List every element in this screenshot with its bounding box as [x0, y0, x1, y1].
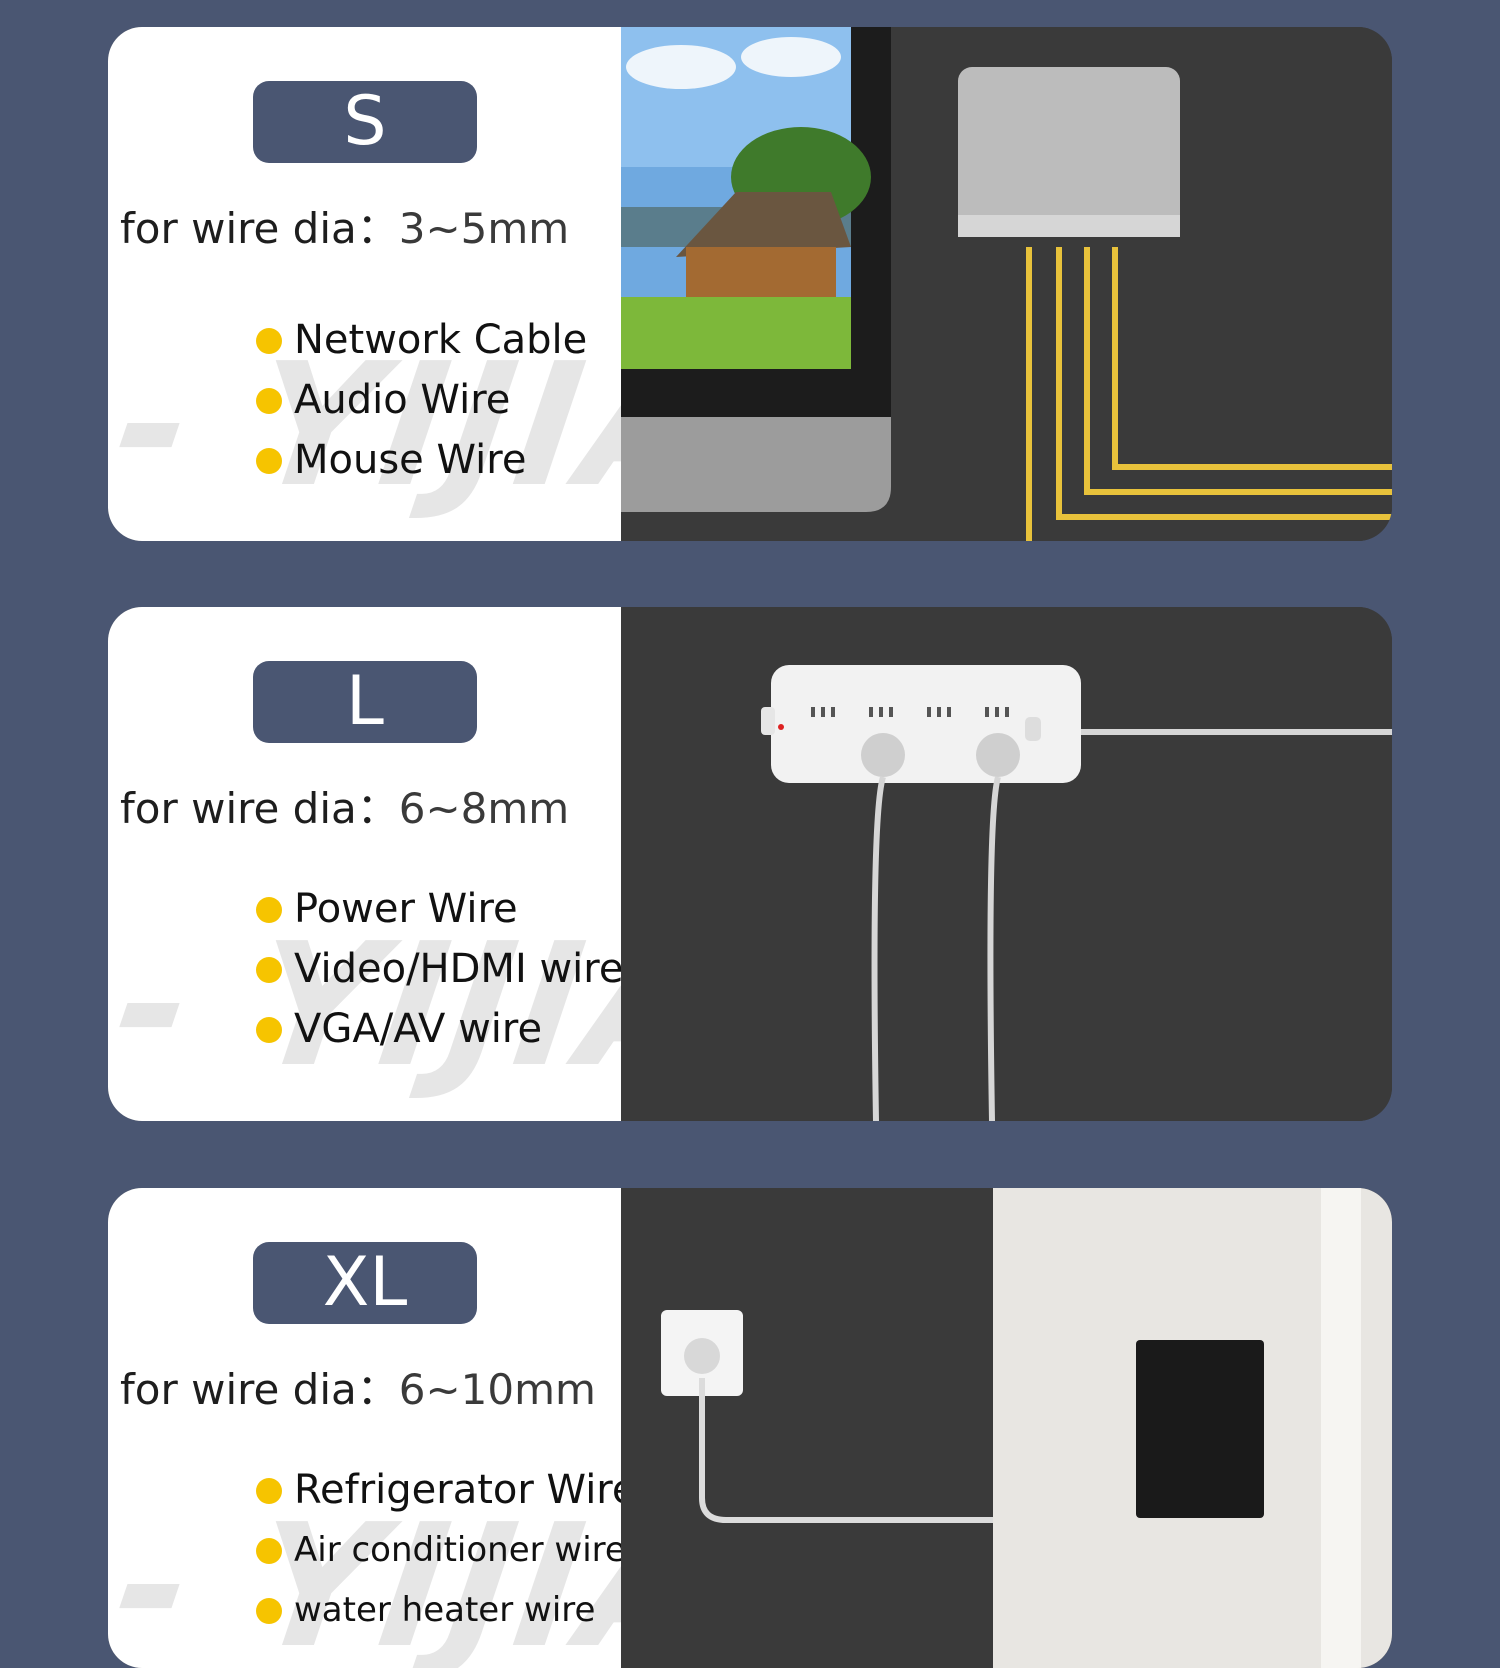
bullet-dot-icon	[256, 1538, 282, 1564]
wire-diameter: for wire dia：6~8mm	[120, 775, 569, 836]
wire-diameter-value: 6~8mm	[398, 784, 570, 833]
monitor-icon	[621, 27, 891, 512]
wire-list: Network Cable Audio Wire Mouse Wire	[256, 310, 587, 490]
size-badge: XL	[253, 1242, 477, 1324]
wire-list: Refrigerator Wire Air conditioner wire w…	[256, 1460, 636, 1640]
list-item: Power Wire	[256, 879, 623, 939]
size-card-s: - YIJIA - S for wire dia：3~5mm Network C…	[108, 27, 1392, 541]
router-icon	[958, 67, 1180, 237]
wire-diameter-value: 6~10mm	[398, 1365, 596, 1414]
bullet-dot-icon	[256, 1598, 282, 1624]
size-card-l: - YIJIA - L for wire dia：6~8mm Power Wir…	[108, 607, 1392, 1121]
yellow-cables-icon	[1026, 247, 1392, 541]
illustration-monitor-router	[621, 27, 1392, 541]
power-strip-icon	[761, 665, 1081, 783]
list-item: Network Cable	[256, 310, 587, 370]
list-item-label: Refrigerator Wire	[294, 1467, 637, 1513]
list-item: Audio Wire	[256, 370, 587, 430]
illustration-refrigerator	[621, 1188, 1392, 1668]
bullet-dot-icon	[256, 1478, 282, 1504]
list-item: Mouse Wire	[256, 430, 587, 490]
list-item-label: Mouse Wire	[294, 437, 527, 483]
wire-diameter-value: 3~5mm	[398, 204, 570, 253]
wire-diameter-label: for wire dia：	[120, 784, 399, 833]
wire-diameter-label: for wire dia：	[120, 204, 399, 253]
size-badge: S	[253, 81, 477, 163]
list-item-label: Power Wire	[294, 886, 518, 932]
wall-socket-icon	[661, 1310, 743, 1396]
size-card-xl: - YIJIA - XL for wire dia：6~10mm Refrige…	[108, 1188, 1392, 1668]
bullet-dot-icon	[256, 328, 282, 354]
bullet-dot-icon	[256, 897, 282, 923]
list-item-label: Network Cable	[294, 317, 588, 363]
wire-diameter: for wire dia：3~5mm	[120, 195, 569, 256]
illustration-power-strip	[621, 607, 1392, 1121]
text-panel: - YIJIA - XL for wire dia：6~10mm Refrige…	[108, 1188, 872, 1668]
refrigerator-icon	[993, 1188, 1392, 1668]
bullet-dot-icon	[256, 1017, 282, 1043]
text-panel: - YIJIA - S for wire dia：3~5mm Network C…	[108, 27, 872, 541]
white-cable-icon	[699, 1378, 993, 1523]
list-item-label: water heater wire	[294, 1590, 596, 1630]
bullet-dot-icon	[256, 448, 282, 474]
list-item: Air conditioner wire	[256, 1520, 636, 1580]
bullet-dot-icon	[256, 957, 282, 983]
list-item-label: Air conditioner wire	[294, 1530, 626, 1570]
list-item: Video/HDMI wire	[256, 939, 623, 999]
wire-diameter: for wire dia：6~10mm	[120, 1356, 596, 1417]
wire-list: Power Wire Video/HDMI wire VGA/AV wire	[256, 879, 623, 1059]
list-item: water heater wire	[256, 1580, 636, 1640]
wire-diameter-label: for wire dia：	[120, 1365, 399, 1414]
list-item-label: Audio Wire	[294, 377, 511, 423]
list-item: VGA/AV wire	[256, 999, 623, 1059]
white-cables-icon	[871, 729, 1392, 1121]
bullet-dot-icon	[256, 388, 282, 414]
size-badge: L	[253, 661, 477, 743]
list-item-label: Video/HDMI wire	[294, 946, 624, 992]
list-item-label: VGA/AV wire	[294, 1006, 543, 1052]
list-item: Refrigerator Wire	[256, 1460, 636, 1520]
text-panel: - YIJIA - L for wire dia：6~8mm Power Wir…	[108, 607, 872, 1121]
